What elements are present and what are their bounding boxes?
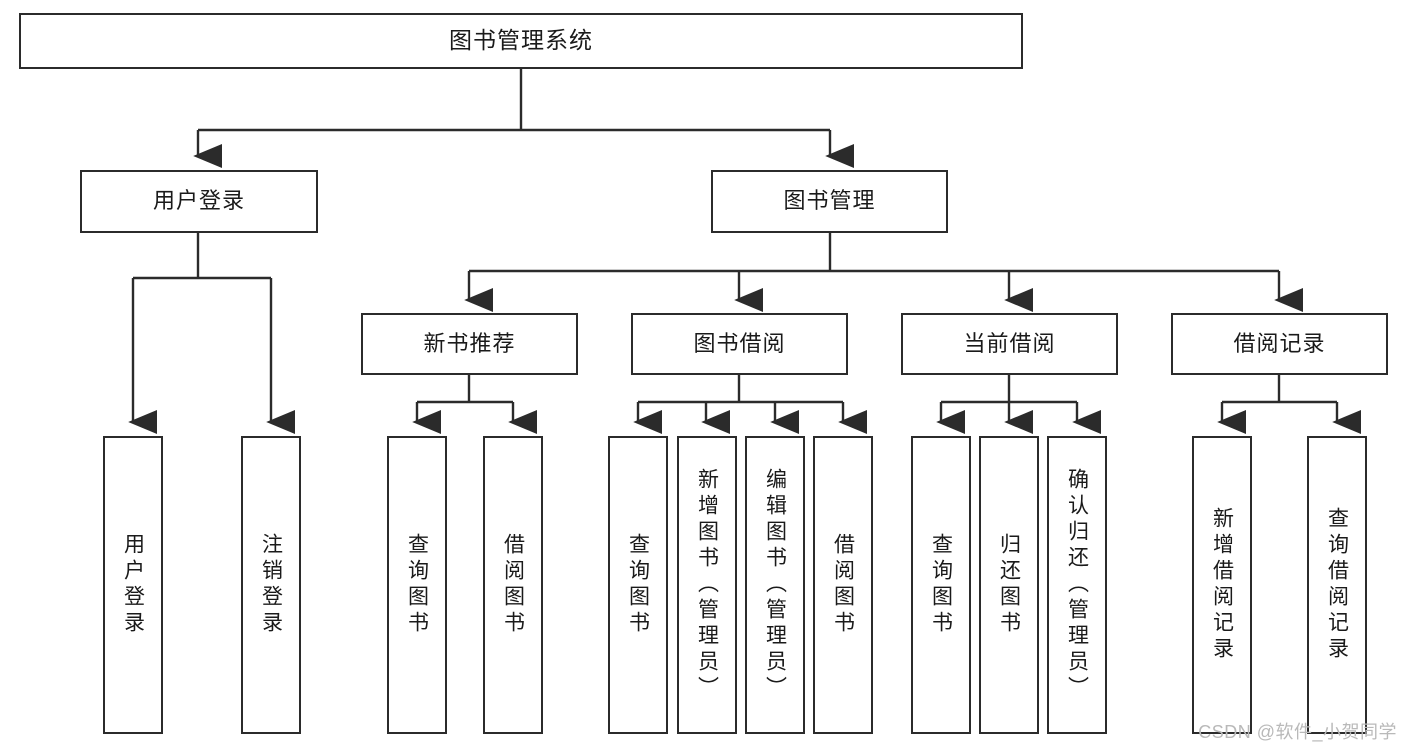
node-label: 借阅记录 <box>1233 330 1326 356</box>
node-label: 借阅图书 <box>501 533 525 637</box>
leaf-borrow-query-book[interactable]: 查询图书 <box>608 436 668 734</box>
leaf-record-add-record[interactable]: 新增借阅记录 <box>1192 436 1252 734</box>
connector-group <box>128 69 1361 434</box>
node-label: 图书借阅 <box>693 330 786 356</box>
node-book-management[interactable]: 图书管理 <box>711 170 948 233</box>
node-label: 查询图书 <box>626 533 650 637</box>
node-label: 查询图书 <box>929 533 953 637</box>
node-label: 新书推荐 <box>423 330 516 356</box>
node-label: 图书管理系统 <box>449 27 593 54</box>
leaf-borrow-borrow-book[interactable]: 借阅图书 <box>813 436 873 734</box>
node-book-borrow[interactable]: 图书借阅 <box>631 313 848 375</box>
leaf-user-login-signin[interactable]: 用户登录 <box>103 436 163 734</box>
leaf-borrow-add-book-admin[interactable]: 新增图书（管理员） <box>677 436 737 734</box>
node-label: 当前借阅 <box>963 330 1056 356</box>
leaf-current-confirm-return-admin[interactable]: 确认归还（管理员） <box>1047 436 1107 734</box>
node-label: 用户登录 <box>121 533 145 637</box>
node-label: 查询图书 <box>405 533 429 637</box>
node-label: 编辑图书（管理员） <box>763 468 787 702</box>
node-label: 借阅图书 <box>831 533 855 637</box>
node-label: 新增图书（管理员） <box>695 468 719 702</box>
node-root-system[interactable]: 图书管理系统 <box>19 13 1023 69</box>
leaf-recommend-query-book[interactable]: 查询图书 <box>387 436 447 734</box>
node-label: 注销登录 <box>259 533 283 637</box>
node-user-login[interactable]: 用户登录 <box>80 170 318 233</box>
leaf-current-query-book[interactable]: 查询图书 <box>911 436 971 734</box>
node-borrow-record[interactable]: 借阅记录 <box>1171 313 1388 375</box>
leaf-borrow-edit-book-admin[interactable]: 编辑图书（管理员） <box>745 436 805 734</box>
node-label: 新增借阅记录 <box>1210 507 1234 663</box>
node-new-book-recommend[interactable]: 新书推荐 <box>361 313 578 375</box>
node-label: 查询借阅记录 <box>1325 507 1349 663</box>
leaf-current-return-book[interactable]: 归还图书 <box>979 436 1039 734</box>
node-label: 确认归还（管理员） <box>1065 468 1089 702</box>
node-current-borrow[interactable]: 当前借阅 <box>901 313 1118 375</box>
node-label: 归还图书 <box>997 533 1021 637</box>
node-label: 用户登录 <box>152 188 245 214</box>
leaf-record-query-record[interactable]: 查询借阅记录 <box>1307 436 1367 734</box>
leaf-recommend-borrow-book[interactable]: 借阅图书 <box>483 436 543 734</box>
node-label: 图书管理 <box>783 188 876 214</box>
leaf-user-login-signout[interactable]: 注销登录 <box>241 436 301 734</box>
